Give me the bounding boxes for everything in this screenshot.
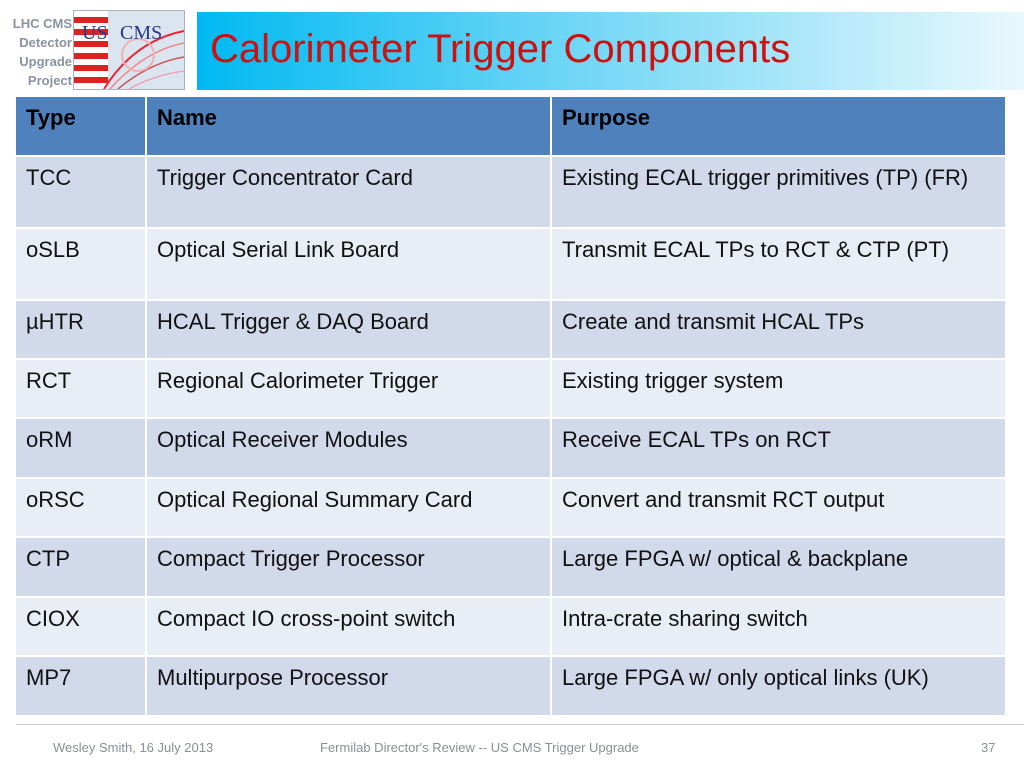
table-row: oSLB Optical Serial Link Board Transmit … [16,228,1007,301]
footer-event: Fermilab Director's Review -- US CMS Tri… [320,740,639,755]
project-label-line-3: Upgrade [19,54,72,69]
table-row: oRSC Optical Regional Summary Card Conve… [16,478,1007,538]
cell-type: oRM [16,418,147,479]
cell-purpose: Receive ECAL TPs on RCT [551,418,1007,479]
cell-name: Optical Serial Link Board [146,228,552,301]
table-row: RCT Regional Calorimeter Trigger Existin… [16,359,1007,419]
cell-purpose: Intra-crate sharing switch [551,597,1007,657]
cell-purpose: Large FPGA w/ only optical links (UK) [551,656,1007,717]
table-row: CIOX Compact IO cross-point switch Intra… [16,597,1007,657]
cell-name: Trigger Concentrator Card [146,156,552,229]
footer-divider [16,724,1024,725]
page-number: 37 [981,740,996,755]
table-row: µHTR HCAL Trigger & DAQ Board Create and… [16,300,1007,360]
cell-name: HCAL Trigger & DAQ Board [146,300,552,360]
header-purpose: Purpose [551,97,1007,157]
header-name: Name [146,97,552,157]
title-bar [197,12,1024,90]
project-label-line-2: Detector [19,35,72,50]
table-row: MP7 Multipurpose Processor Large FPGA w/… [16,656,1007,717]
table-row: oRM Optical Receiver Modules Receive ECA… [16,418,1007,479]
cell-purpose: Existing trigger system [551,359,1007,419]
cell-type: µHTR [16,300,147,360]
cell-name: Optical Receiver Modules [146,418,552,479]
table-header-row: Type Name Purpose [16,97,1007,157]
cell-purpose: Existing ECAL trigger primitives (TP) (F… [551,156,1007,229]
logo-text-us: US [82,22,108,44]
cell-purpose: Transmit ECAL TPs to RCT & CTP (PT) [551,228,1007,301]
project-label-line-4: Project [27,73,72,88]
project-label-line-1: LHC CMS [12,16,72,31]
table-row: TCC Trigger Concentrator Card Existing E… [16,156,1007,229]
project-label: LHC CMS Detector Upgrade Project [0,14,72,90]
cell-name: Compact Trigger Processor [146,537,552,598]
us-cms-logo: US CMS [73,10,185,90]
table-row: CTP Compact Trigger Processor Large FPGA… [16,537,1007,598]
page-title: Calorimeter Trigger Components [210,27,791,71]
cell-type: CIOX [16,597,147,657]
components-table: Type Name Purpose TCC Trigger Concentrat… [16,97,1007,717]
footer-author-date: Wesley Smith, 16 July 2013 [53,740,214,755]
cell-name: Regional Calorimeter Trigger [146,359,552,419]
cell-type: oRSC [16,478,147,538]
cell-type: RCT [16,359,147,419]
cell-name: Optical Regional Summary Card [146,478,552,538]
cell-purpose: Convert and transmit RCT output [551,478,1007,538]
cell-type: oSLB [16,228,147,301]
cell-type: TCC [16,156,147,229]
cell-purpose: Large FPGA w/ optical & backplane [551,537,1007,598]
cell-type: MP7 [16,656,147,717]
cell-purpose: Create and transmit HCAL TPs [551,300,1007,360]
us-cms-flag-icon: US CMS [74,11,184,89]
cell-name: Multipurpose Processor [146,656,552,717]
header-type: Type [16,97,147,157]
logo-text-cms: CMS [120,22,162,44]
cell-type: CTP [16,537,147,598]
cell-name: Compact IO cross-point switch [146,597,552,657]
